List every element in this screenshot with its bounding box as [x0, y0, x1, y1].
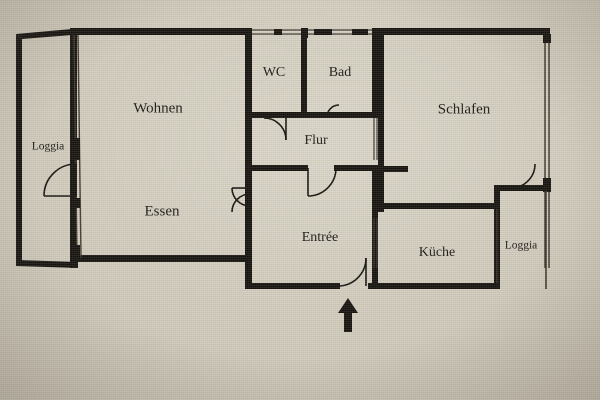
room-label-loggia-right: Loggia — [505, 240, 538, 252]
room-label-essen: Essen — [145, 203, 180, 219]
room-label-loggia-left: Loggia — [32, 141, 65, 153]
window-top-band — [252, 29, 372, 35]
wall-bottom-essen — [70, 255, 252, 262]
wall-flur-bottom-left — [246, 165, 308, 171]
wall-entree-right — [372, 171, 378, 289]
entrance-direction-arrow — [338, 298, 358, 332]
wall-post-wc-left — [245, 28, 252, 38]
door-flur-entree — [307, 167, 337, 197]
room-label-bad: Bad — [329, 65, 352, 80]
wall-right-wohnen-essen — [245, 28, 252, 262]
wall-wc-bottom — [246, 112, 286, 118]
wall-kueche-top — [378, 203, 500, 209]
wall-left-wohnen — [70, 28, 77, 268]
wall-entree-bottom — [245, 283, 340, 289]
room-label-wohnen: Wohnen — [133, 100, 183, 116]
window-flur-east-slot — [373, 118, 378, 160]
wall-schlafen-left — [378, 28, 384, 172]
window-schlafen-right — [543, 34, 551, 268]
wall-bad-bottom — [301, 112, 378, 118]
windows-group — [73, 29, 551, 289]
window-kueche-entree-slot — [373, 218, 378, 268]
door-loggia-left — [43, 163, 77, 197]
door-main-entrance — [337, 257, 367, 287]
wall-flur-bottom-right — [334, 165, 378, 171]
room-label-kueche: Küche — [419, 245, 456, 260]
room-label-entree: Entrée — [302, 230, 339, 245]
wall-schlafen-top — [378, 28, 550, 35]
walls-group — [16, 28, 550, 289]
wall-schlafen-bottom-stub — [378, 166, 408, 172]
room-label-schlafen: Schlafen — [438, 101, 491, 117]
doors-group — [43, 104, 536, 287]
wall-bad-right — [372, 31, 378, 115]
wall-bad-bottom-left-stub — [286, 112, 302, 118]
wall-entree-left — [245, 165, 252, 289]
wall-wc-bad-divider — [301, 31, 307, 115]
window-loggia-left-glazing — [73, 34, 82, 259]
room-label-wc: WC — [263, 65, 286, 80]
room-labels-group: Wohnen Essen Loggia WC Bad Flur Entrée S… — [32, 65, 538, 260]
wall-entree-bottom-right — [368, 283, 496, 289]
door-wc — [263, 117, 287, 141]
wall-kueche-divider-left — [378, 172, 384, 212]
door-bad — [326, 104, 340, 118]
door-essen-entree-double — [231, 187, 251, 213]
door-schlafen-loggia — [510, 163, 536, 189]
wall-top-wohnen — [70, 28, 246, 35]
room-label-flur: Flur — [304, 133, 328, 148]
loggia-left-outline — [16, 29, 78, 268]
